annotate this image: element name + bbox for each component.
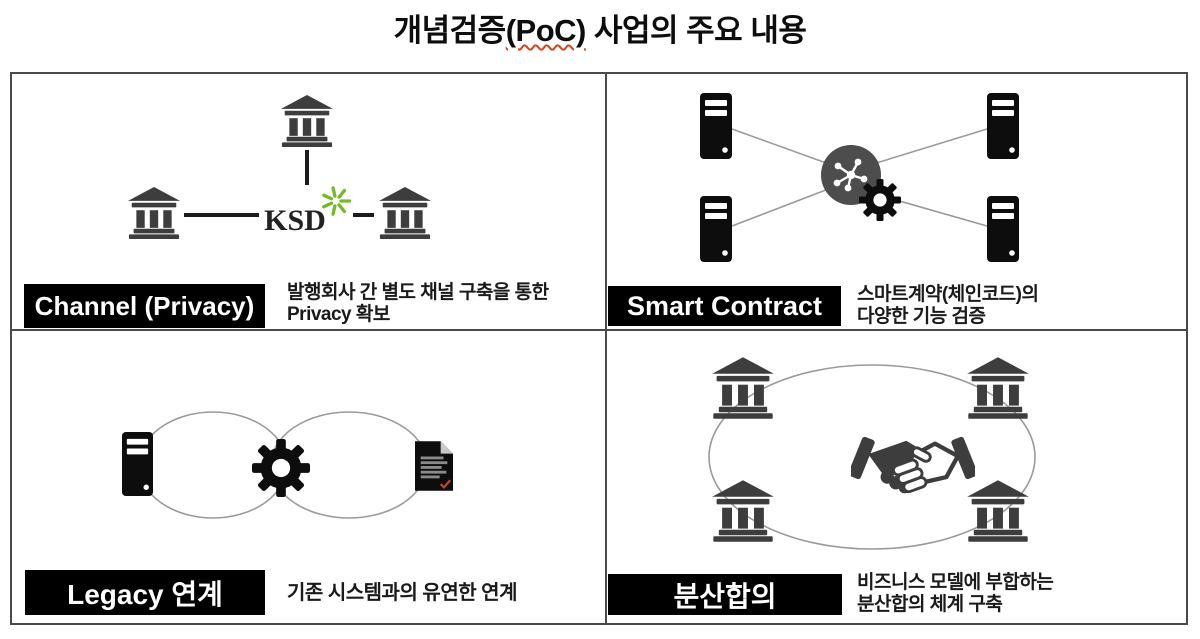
gear-icon: [859, 179, 901, 221]
consensus-graphic: [708, 357, 1036, 550]
description-line: 스마트계약(체인코드)의: [857, 284, 1039, 305]
panel-description: 발행회사 간 별도 채널 구축을 통한 Privacy 확보: [287, 282, 549, 326]
panel-legacy-link: Legacy 연계 기존 시스템과의 유연한 연계: [12, 331, 605, 623]
panel-smart-contract: Smart Contract 스마트계약(체인코드)의 다양한 기능 검증: [607, 74, 1190, 329]
server-tower-icon: [122, 432, 153, 496]
legacy-graphic: [122, 411, 453, 519]
description-line: 기존 시스템과의 유연한 연계: [287, 581, 517, 604]
bank-icon: [967, 357, 1029, 419]
title-prefix: 개념검증: [393, 13, 507, 48]
panel-label: Legacy 연계: [25, 570, 265, 615]
title-poc: (PoC): [505, 13, 587, 48]
handshake-icon: [847, 436, 978, 493]
server-tower-icon: [987, 196, 1019, 262]
description-line: 분산합의 체계 구축: [857, 594, 1003, 615]
ksd-hub-label: KSD: [264, 204, 326, 237]
description-line: Privacy 확보: [287, 304, 390, 325]
panel-description: 스마트계약(체인코드)의 다양한 기능 검증: [857, 284, 1039, 328]
panel-label: Channel (Privacy): [24, 284, 265, 328]
panel-distributed-consensus: 분산합의 비즈니스 모델에 부합하는 분산합의 체계 구축: [607, 331, 1190, 623]
network-ellipse: [708, 364, 1036, 550]
bank-icon: [379, 187, 431, 239]
panel-description: 비즈니스 모델에 부합하는 분산합의 체계 구축: [857, 572, 1054, 616]
bank-icon: [281, 95, 333, 147]
bank-icon: [128, 187, 180, 239]
connector-line: [872, 128, 988, 165]
connector-line: [731, 128, 830, 165]
diagram-frame: KSD Channel (Privacy) 발행회사 간 별도 채널 구축을 통…: [10, 72, 1188, 625]
server-tower-icon: [700, 93, 732, 159]
panel-description: 기존 시스템과의 유연한 연계: [287, 570, 517, 615]
divider-horizontal: [12, 329, 1186, 331]
bank-icon: [712, 480, 774, 542]
server-tower-icon: [700, 196, 732, 262]
server-tower-icon: [987, 93, 1019, 159]
panel-label: 분산합의: [608, 574, 842, 615]
panel-channel-privacy: KSD Channel (Privacy) 발행회사 간 별도 채널 구축을 통…: [12, 74, 605, 329]
smart-contract-graphic: [700, 93, 1019, 262]
gear-icon: [252, 439, 310, 497]
description-line: 다양한 기능 검증: [857, 306, 986, 327]
document-check-icon: [415, 440, 453, 492]
panel-label: Smart Contract: [608, 286, 841, 326]
title-suffix: 사업의 주요 내용: [585, 13, 807, 48]
divider-vertical: [605, 74, 607, 623]
channel-graphic: KSD: [128, 95, 431, 239]
description-line: 발행회사 간 별도 채널 구축을 통한: [287, 282, 549, 303]
page-title: 개념검증(PoC) 사업의 주요 내용: [0, 0, 1200, 50]
description-line: 비즈니스 모델에 부합하는: [857, 572, 1054, 593]
bank-icon: [967, 480, 1029, 542]
connector-line: [731, 187, 832, 227]
ksd-green-sparkle-icon: [322, 186, 351, 216]
